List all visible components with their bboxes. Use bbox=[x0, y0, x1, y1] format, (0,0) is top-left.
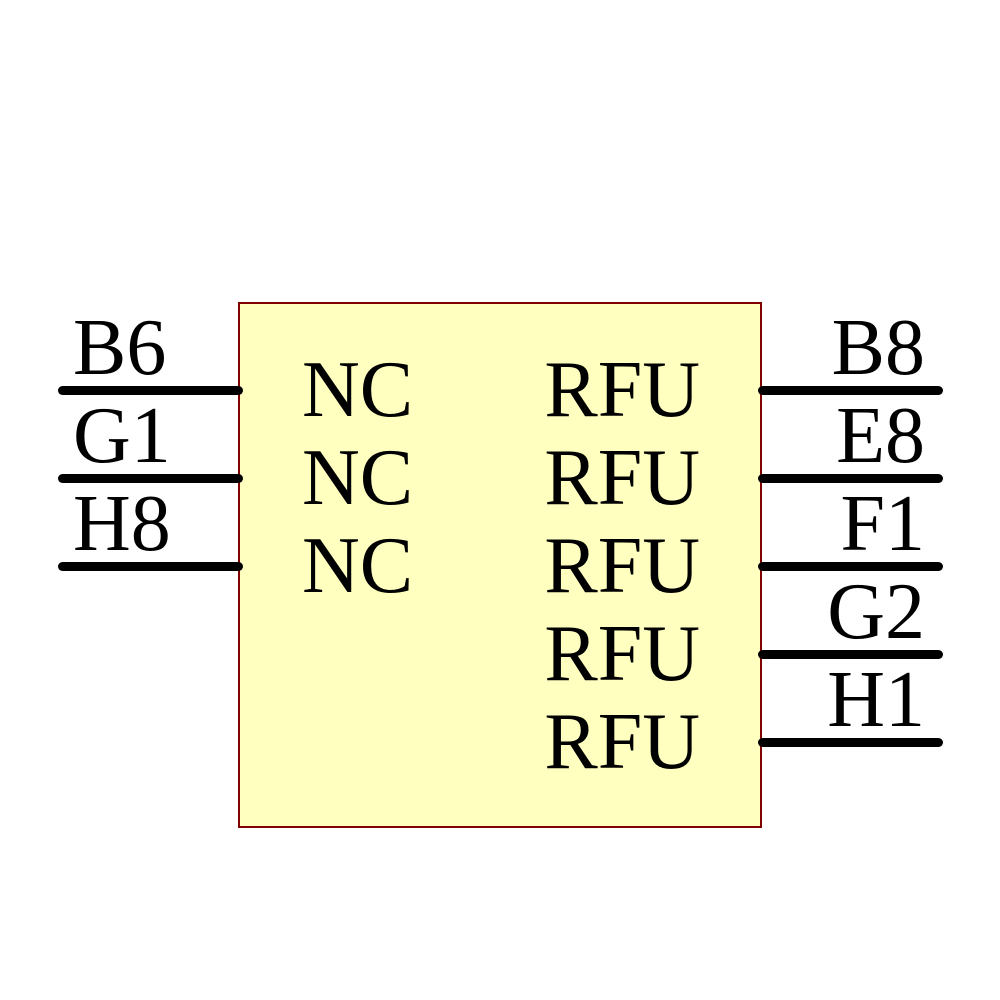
pin-name: RFU bbox=[544, 698, 700, 786]
pin-name: RFU bbox=[544, 610, 700, 698]
pin-line-B6[interactable] bbox=[58, 386, 243, 395]
pin-name: NC bbox=[302, 434, 414, 522]
pin-number: G2 bbox=[827, 568, 925, 656]
pin-line-E8[interactable] bbox=[758, 474, 943, 483]
pin-line-H1[interactable] bbox=[758, 738, 943, 747]
pin-line-B8[interactable] bbox=[758, 386, 943, 395]
pin-number: B6 bbox=[73, 304, 167, 392]
pin-name: RFU bbox=[544, 346, 700, 434]
pin-name: NC bbox=[302, 346, 414, 434]
pin-line-G2[interactable] bbox=[758, 650, 943, 659]
pin-line-G1[interactable] bbox=[58, 474, 243, 483]
pin-number: F1 bbox=[840, 480, 926, 568]
pin-line-H8[interactable] bbox=[58, 562, 243, 571]
pin-number: E8 bbox=[836, 392, 925, 480]
pin-number: H1 bbox=[827, 656, 925, 744]
pin-name: NC bbox=[302, 522, 414, 610]
pin-line-F1[interactable] bbox=[758, 562, 943, 571]
pin-name: RFU bbox=[544, 522, 700, 610]
pin-number: B8 bbox=[831, 304, 925, 392]
pin-number: G1 bbox=[73, 392, 171, 480]
pin-name: RFU bbox=[544, 434, 700, 522]
component-body[interactable] bbox=[238, 302, 762, 828]
pin-number: H8 bbox=[73, 480, 171, 568]
